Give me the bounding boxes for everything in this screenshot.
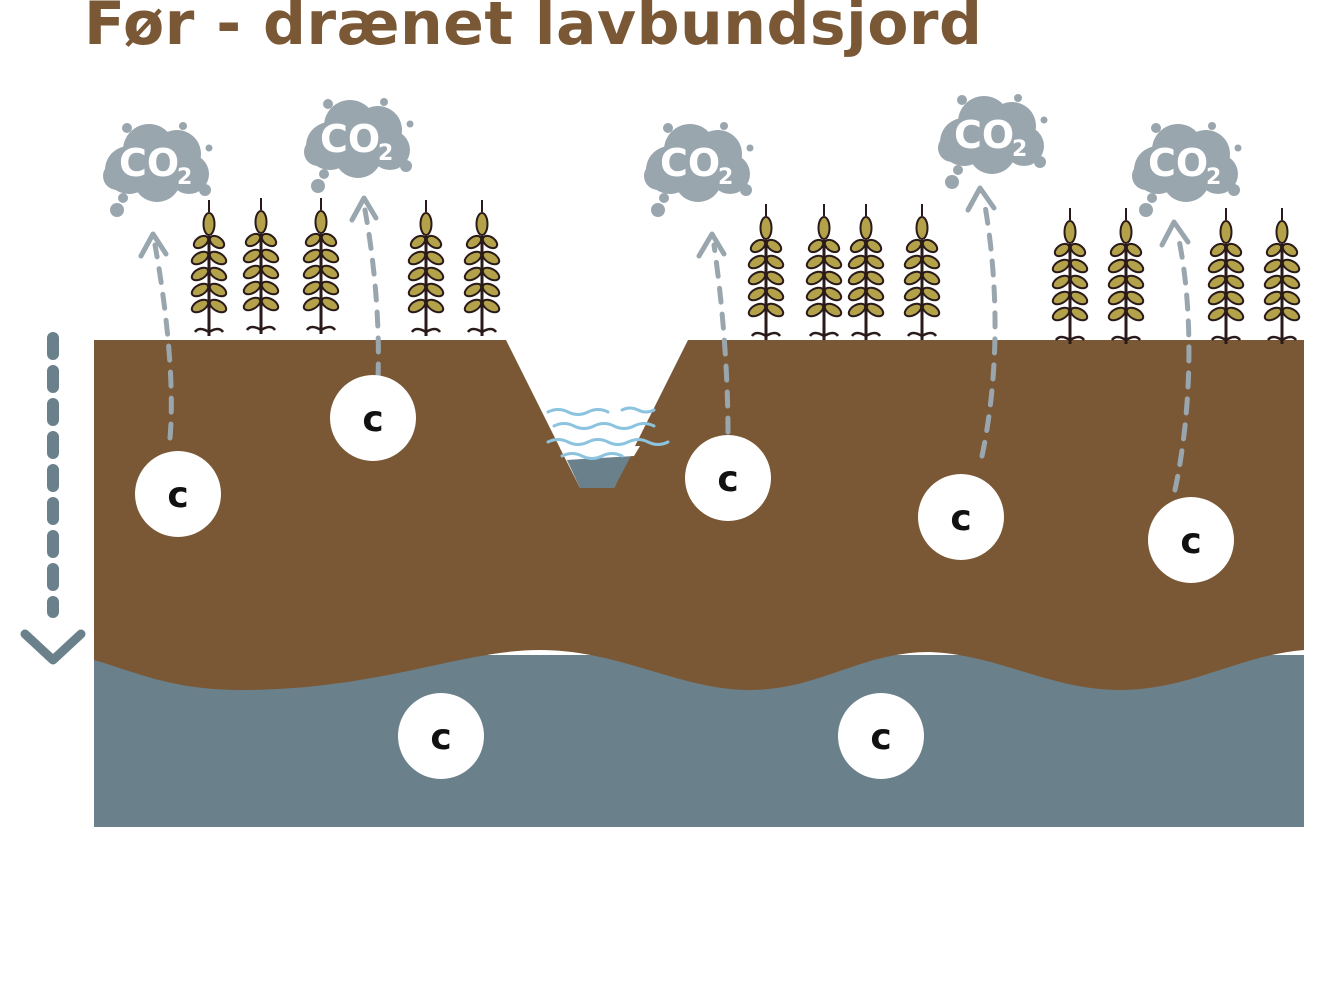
svg-text:c: c <box>167 475 188 516</box>
svg-text:c: c <box>1180 521 1201 562</box>
wheat-icon <box>240 196 282 336</box>
carbon-circle: c <box>838 693 924 779</box>
wheat-icon <box>461 198 503 338</box>
dashed-arrow-up-icon <box>1172 232 1192 493</box>
wheat-icon <box>300 196 342 336</box>
wheat-icon <box>1105 206 1147 346</box>
svg-text:2: 2 <box>177 165 192 190</box>
co2-cloud: CO 2 <box>1132 122 1242 217</box>
co2-cloud: CO 2 <box>938 94 1048 189</box>
wheat-icon <box>803 202 845 342</box>
page-title: Før - drænet lavbundsjord <box>84 0 983 59</box>
co2-cloud: CO 2 <box>644 122 754 217</box>
crop-row <box>188 196 1303 346</box>
dashed-arrow-up-icon <box>362 207 381 381</box>
svg-text:2: 2 <box>1012 137 1027 162</box>
svg-text:CO: CO <box>1148 141 1208 185</box>
svg-text:c: c <box>362 399 383 440</box>
co2-cloud: CO 2 <box>304 98 414 193</box>
wheat-icon <box>745 202 787 342</box>
svg-text:c: c <box>717 459 738 500</box>
ditch-water <box>546 406 670 488</box>
carbon-circle: c <box>330 375 416 461</box>
svg-text:CO: CO <box>954 113 1014 157</box>
svg-text:c: c <box>430 717 451 758</box>
wheat-icon <box>1261 206 1303 346</box>
wheat-icon <box>901 202 943 342</box>
wheat-icon <box>1205 206 1247 346</box>
svg-text:2: 2 <box>1206 165 1221 190</box>
carbon-circle: c <box>918 474 1004 560</box>
dashed-arrow-up-icon <box>711 242 731 435</box>
emission-arrows <box>152 197 1192 493</box>
svg-text:CO: CO <box>119 141 179 185</box>
co2-cloud: CO 2 <box>103 122 213 217</box>
svg-text:CO: CO <box>660 141 720 185</box>
drained-soil-layer <box>94 340 1304 690</box>
carbon-circle: c <box>398 693 484 779</box>
svg-text:c: c <box>950 498 971 539</box>
carbon-circle: c <box>1148 497 1234 583</box>
svg-text:c: c <box>870 717 891 758</box>
carbon-circle: c <box>685 435 771 521</box>
svg-text:CO: CO <box>320 117 380 161</box>
dashed-arrow-up-icon <box>979 197 998 459</box>
wheat-icon <box>188 198 230 338</box>
wheat-icon <box>1049 206 1091 346</box>
dashed-arrow-down-icon <box>20 332 86 665</box>
svg-text:2: 2 <box>378 141 393 166</box>
carbon-circle: c <box>135 451 221 537</box>
svg-text:2: 2 <box>718 165 733 190</box>
wheat-icon <box>845 202 887 342</box>
wheat-icon <box>405 198 447 338</box>
